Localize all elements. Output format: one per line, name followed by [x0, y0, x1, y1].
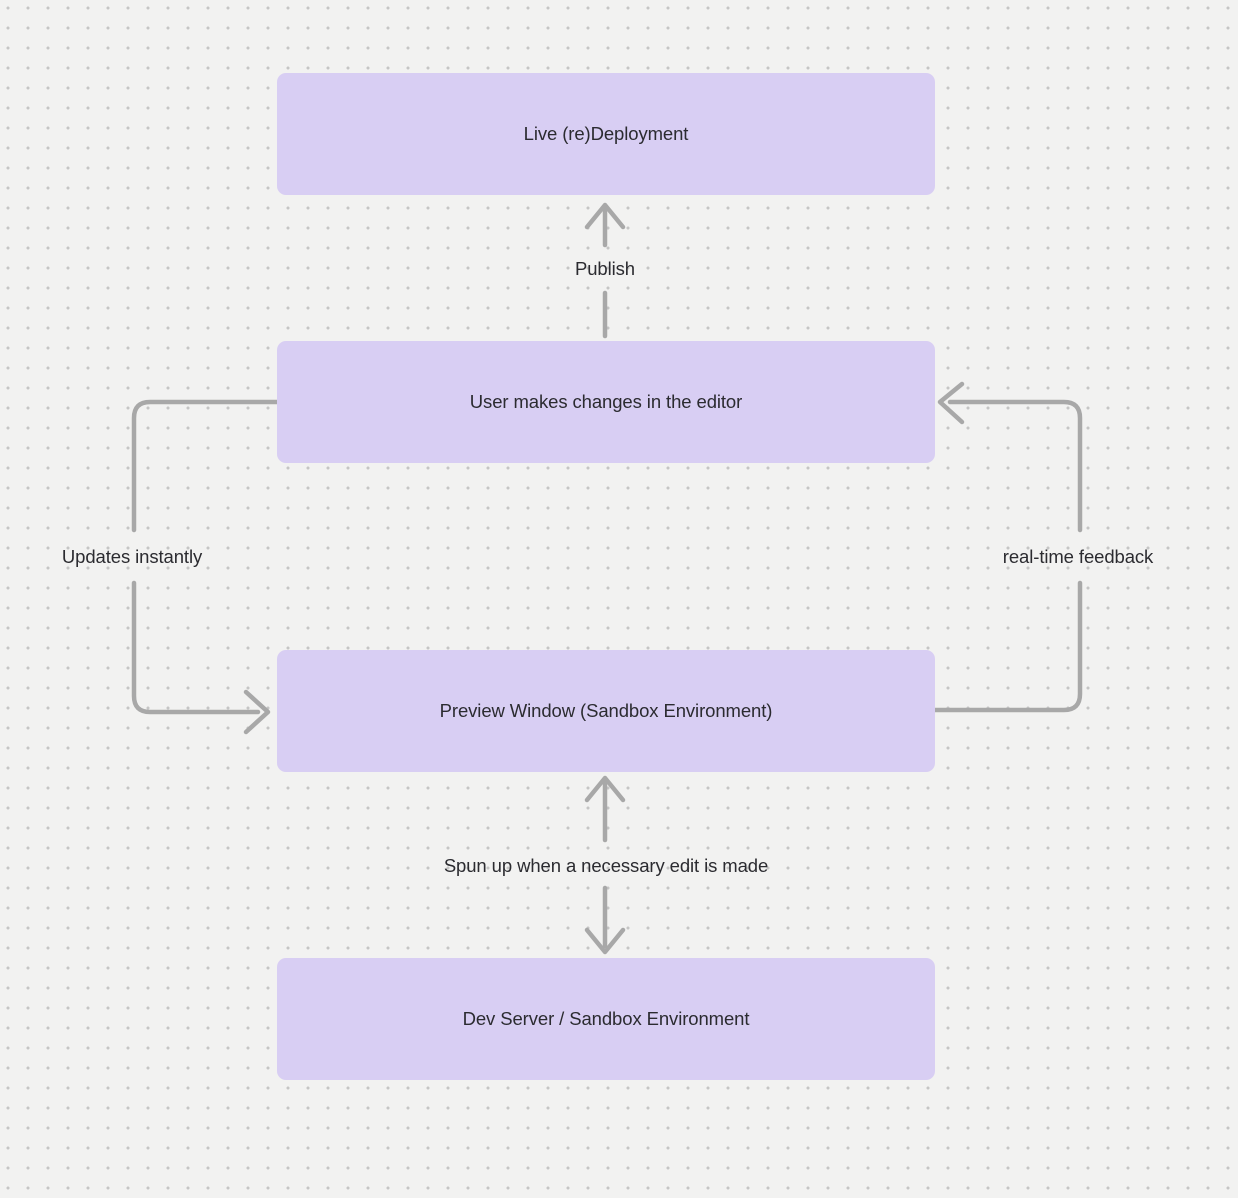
edge-label-updates-instantly: Updates instantly [61, 546, 203, 567]
node-dev-server-label: Dev Server / Sandbox Environment [462, 1008, 750, 1029]
node-user-changes-label: User makes changes in the editor [469, 391, 743, 412]
node-preview-window-label: Preview Window (Sandbox Environment) [439, 700, 773, 721]
connector-updates-instantly[interactable] [131, 399, 280, 735]
node-preview-window[interactable]: Preview Window (Sandbox Environment) [277, 650, 935, 772]
node-dev-server[interactable]: Dev Server / Sandbox Environment [277, 958, 935, 1080]
edge-label-spun-up: Spun up when a necessary edit is made [443, 855, 769, 876]
edge-label-real-time-feedback: real-time feedback [1002, 546, 1154, 567]
node-user-changes[interactable]: User makes changes in the editor [277, 341, 935, 463]
edge-label-publish: Publish [575, 258, 635, 279]
connector-spun-up[interactable] [584, 775, 626, 955]
node-live-deployment-label: Live (re)Deployment [523, 123, 689, 144]
connector-publish[interactable] [584, 202, 626, 339]
connector-real-time-feedback[interactable] [932, 381, 1083, 713]
node-live-deployment[interactable]: Live (re)Deployment [277, 73, 935, 195]
